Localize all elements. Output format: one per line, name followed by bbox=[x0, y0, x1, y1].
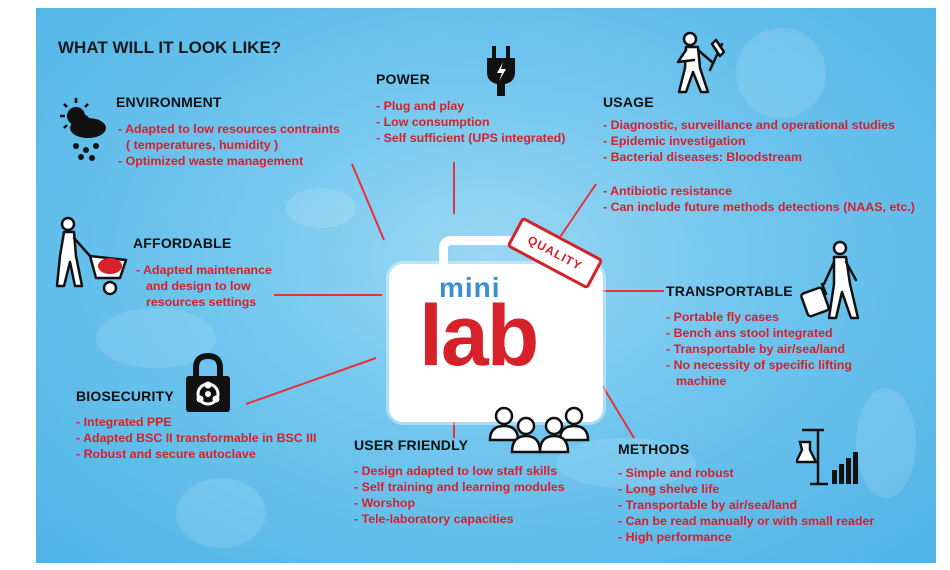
worker-icon bbox=[676, 31, 726, 94]
connector-environment bbox=[351, 163, 385, 241]
list-item: - Low consumption bbox=[376, 115, 490, 129]
usage-title: USAGE bbox=[603, 94, 654, 110]
infographic-canvas: WHAT WILL IT LOOK LIKE? ENVIRONMENT - Ad… bbox=[36, 8, 936, 563]
transportable-list: - Portable fly cases - Bench ans stool i… bbox=[666, 309, 852, 389]
transportable-title: TRANSPORTABLE bbox=[666, 283, 793, 299]
list-item: - Plug and play bbox=[376, 99, 465, 113]
list-item: - Optimized waste management bbox=[118, 154, 304, 168]
methods-list: - Simple and robust - Long shelve life -… bbox=[618, 465, 874, 545]
list-item: - Integrated PPE bbox=[76, 415, 172, 429]
list-item: - No necessity of specific lifting bbox=[666, 358, 852, 372]
list-item: - Diagnostic, surveillance and operation… bbox=[603, 118, 895, 132]
connector-usage bbox=[557, 183, 597, 241]
user-friendly-title: USER FRIENDLY bbox=[354, 437, 469, 453]
biohazard-lock-icon bbox=[186, 352, 230, 412]
affordable-title: AFFORDABLE bbox=[133, 235, 232, 251]
power-title: POWER bbox=[376, 71, 430, 87]
list-item: - Simple and robust bbox=[618, 466, 734, 480]
plug-icon bbox=[487, 46, 515, 96]
list-item: - Transportable by air/sea/land bbox=[666, 342, 846, 356]
connector-biosecurity bbox=[245, 357, 377, 405]
weather-icon bbox=[60, 98, 106, 161]
people-icon bbox=[488, 406, 590, 454]
methods-title: METHODS bbox=[618, 441, 690, 457]
traveler-icon bbox=[800, 240, 860, 320]
power-list: - Plug and play - Low consumption - Self… bbox=[376, 98, 565, 146]
affordable-list: - Adapted maintenance and design to low … bbox=[136, 262, 272, 310]
list-item: - Can be read manually or with small rea… bbox=[618, 514, 875, 528]
list-item: - Long shelve life bbox=[618, 482, 720, 496]
list-item: - Adapted maintenance bbox=[136, 263, 272, 277]
connector-lines bbox=[245, 162, 664, 439]
list-item: - Self training and learning modules bbox=[354, 480, 565, 494]
usage-list: - Diagnostic, surveillance and operation… bbox=[603, 117, 895, 165]
minilab-logo: mini lab QUALITY bbox=[389, 216, 604, 424]
list-item: - Adapted to low resources contraints bbox=[118, 122, 340, 136]
list-item: - Can include future methods detections … bbox=[603, 200, 915, 214]
list-item: and design to low bbox=[146, 279, 251, 293]
logo-lab-text: lab bbox=[419, 288, 539, 384]
environment-title: ENVIRONMENT bbox=[116, 94, 222, 110]
case-body: mini lab bbox=[389, 264, 603, 422]
lab-equipment-icon bbox=[796, 428, 858, 486]
biosecurity-title: BIOSECURITY bbox=[76, 388, 174, 404]
logo-mini-text: mini bbox=[439, 272, 501, 303]
list-item: - Design adapted to low staff skills bbox=[354, 464, 558, 478]
list-item: - Adapted BSC II transformable in BSC II… bbox=[76, 431, 317, 445]
list-item: - Portable fly cases bbox=[666, 310, 779, 324]
list-item: - High performance bbox=[618, 530, 732, 544]
usage-extra-list: - Antibiotic resistance - Can include fu… bbox=[603, 183, 915, 215]
list-item: - Robust and secure autoclave bbox=[76, 447, 256, 461]
list-item: - Transportable by air/sea/land bbox=[618, 498, 798, 512]
list-item: - Antibiotic resistance bbox=[603, 184, 732, 198]
list-item: - Epidemic investigation bbox=[603, 134, 746, 148]
page-title: WHAT WILL IT LOOK LIKE? bbox=[58, 38, 282, 57]
environment-list: - Adapted to low resources contraints ( … bbox=[118, 121, 340, 169]
wheelbarrow-icon bbox=[55, 216, 128, 296]
biosecurity-list: - Integrated PPE - Adapted BSC II transf… bbox=[76, 414, 317, 462]
list-item: resources settings bbox=[146, 295, 257, 309]
list-item: ( temperatures, humidity ) bbox=[126, 138, 279, 152]
list-item: - Self sufficient (UPS integrated) bbox=[376, 131, 566, 145]
list-item: - Tele-laboratory capacities bbox=[354, 512, 514, 526]
user-friendly-list: - Design adapted to low staff skills - S… bbox=[354, 463, 565, 527]
list-item: - Worshop bbox=[354, 496, 416, 510]
list-item: - Bench ans stool integrated bbox=[666, 326, 833, 340]
list-item: - Bacterial diseases: Bloodstream bbox=[603, 150, 803, 164]
list-item: machine bbox=[676, 374, 727, 388]
